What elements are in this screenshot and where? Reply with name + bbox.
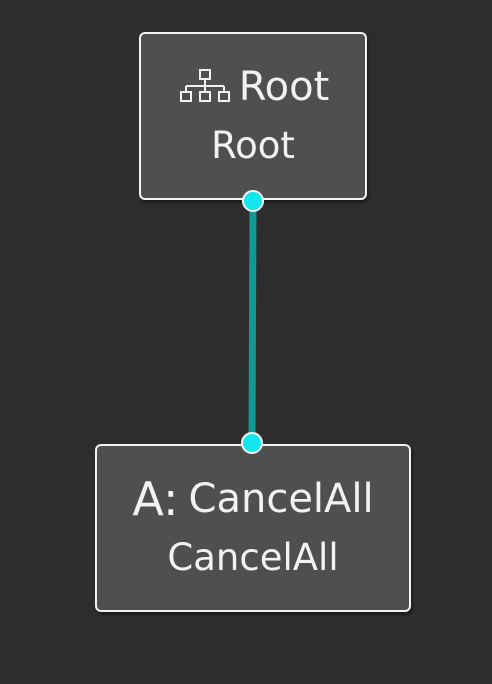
action-node-title: CancelAll (188, 476, 374, 522)
root-node-subtitle: Root (211, 124, 295, 167)
action-node-header: A: CancelAll (97, 473, 409, 525)
root-node-title: Root (238, 64, 330, 110)
action-input-port[interactable] (241, 432, 263, 454)
action-node-cancelall[interactable]: A: CancelAll CancelAll (95, 444, 411, 612)
tree-hierarchy-icon (177, 67, 233, 107)
root-output-port[interactable] (242, 190, 264, 212)
connection-edge[interactable] (248, 197, 257, 447)
root-node[interactable]: Root Root (139, 32, 367, 200)
action-node-subtitle: CancelAll (167, 536, 339, 579)
action-prefix-label: A: (132, 472, 179, 526)
root-node-header: Root (141, 62, 365, 112)
